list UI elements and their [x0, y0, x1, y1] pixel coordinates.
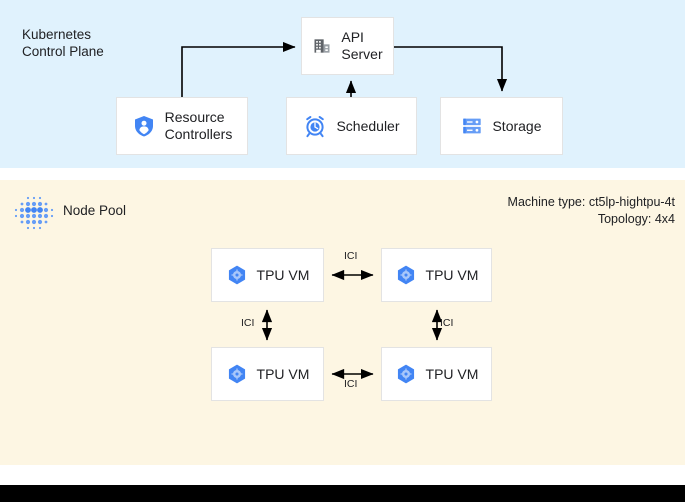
node-pool-title: Node Pool	[63, 203, 127, 218]
node-storage[interactable]: Storage	[440, 97, 563, 155]
node-api-server[interactable]: API Server	[301, 17, 394, 75]
node-api-server-label: API Server	[341, 29, 383, 62]
tpu-chip-icon	[397, 364, 414, 384]
node-resource-controllers[interactable]: Resource Controllers	[116, 97, 248, 155]
shield-user-icon	[134, 116, 153, 137]
bottom-bar	[0, 485, 685, 502]
node-resource-controllers-label: Resource Controllers	[164, 109, 233, 142]
node-scheduler-label: Scheduler	[336, 117, 400, 134]
dot-grid-icon	[14, 196, 54, 230]
tpu-chip-icon	[397, 265, 414, 285]
node-tpu-vm-bottom-right-label: TPU VM	[425, 365, 479, 382]
node-tpu-vm-bottom-left[interactable]: TPU VM	[211, 347, 324, 401]
server-rack-icon	[463, 118, 482, 134]
node-scheduler[interactable]: Scheduler	[286, 97, 417, 155]
alarm-clock-icon	[306, 116, 325, 138]
node-tpu-vm-bottom-right[interactable]: TPU VM	[381, 347, 492, 401]
node-tpu-vm-top-left[interactable]: TPU VM	[211, 248, 324, 302]
node-tpu-vm-top-left-label: TPU VM	[256, 266, 310, 283]
node-tpu-vm-top-right-label: TPU VM	[425, 266, 479, 283]
machine-type-meta: Machine type: ct5lp-hightpu-4t Topology:…	[507, 195, 675, 226]
node-storage-label: Storage	[492, 117, 542, 134]
control-plane-title: Kubernetes Control Plane	[22, 27, 104, 59]
building-icon	[314, 39, 330, 53]
ici-label-left: ICI	[241, 317, 255, 329]
node-pool-panel	[0, 180, 685, 465]
node-tpu-vm-top-right[interactable]: TPU VM	[381, 248, 492, 302]
tpu-chip-icon	[228, 265, 245, 285]
tpu-chip-icon	[228, 364, 245, 384]
ici-label-right: ICI	[440, 317, 454, 329]
ici-label-bottom: ICI	[344, 378, 358, 390]
ici-label-top: ICI	[344, 250, 358, 262]
node-tpu-vm-bottom-left-label: TPU VM	[256, 365, 310, 382]
